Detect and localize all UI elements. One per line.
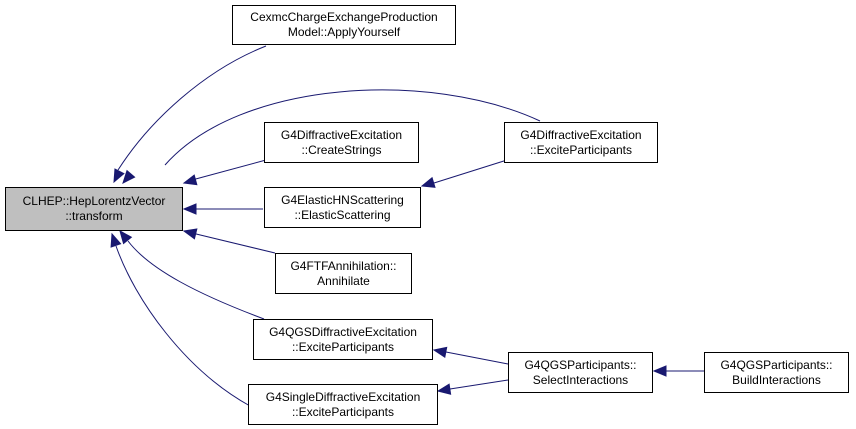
node-label-line1: G4QGSParticipants:: [524, 357, 637, 372]
node-diffractive-create-strings[interactable]: G4DiffractiveExcitation ::CreateStrings [264, 122, 419, 163]
arrowhead-cexmc-to-root [113, 168, 125, 184]
arrowhead-diff_excite-to-root [122, 169, 136, 184]
edge-cexmc-to-root [117, 45, 267, 171]
node-single-diffractive-excite-participants[interactable]: G4SingleDiffractiveExcitation ::ExcitePa… [248, 384, 438, 425]
arrowhead-qgs_diff-to-root [119, 229, 133, 245]
edge-qgs_diff-to-root [127, 240, 265, 320]
node-qgs-participants-build-interactions[interactable]: G4QGSParticipants:: BuildInteractions [704, 352, 849, 393]
arrowhead-qgs_select-to-qgs_diff [432, 346, 448, 359]
arrowhead-diff_create-to-root [182, 174, 198, 186]
arrowhead-single_diff-to-root [110, 232, 122, 248]
edge-single_diff-to-root [115, 245, 251, 407]
arrowhead-qgs_build-to-qgs_select [652, 365, 667, 377]
node-label-line2: Model::ApplyYourself [287, 25, 401, 39]
node-ftf-annihilation[interactable]: G4FTFAnnihilation:: Annihilate [275, 253, 412, 294]
node-label-line2: ::ElasticScattering [294, 207, 391, 222]
node-label-line1: G4ElasticHNScattering [281, 192, 404, 207]
node-elastic-hn-scattering[interactable]: G4ElasticHNScattering ::ElasticScatterin… [264, 187, 421, 228]
edge-qgs_select-to-qgs_diff [445, 351, 509, 365]
arrowhead-diff_excite-to-elastic [420, 176, 436, 188]
node-label-line2: BuildInteractions [732, 372, 821, 387]
node-label-line1: G4SingleDiffractiveExcitation [265, 389, 421, 404]
node-label-line1: G4QGSParticipants:: [720, 357, 833, 372]
node-label-line2: ::transform [65, 209, 123, 223]
node-hep-lorentz-vector-transform[interactable]: CLHEP::HepLorentzVector ::transform [5, 187, 183, 231]
node-label-line1: G4DiffractiveExcitation [280, 127, 403, 142]
node-label-line2: ::ExciteParticipants [291, 404, 395, 419]
node-label-line1: G4DiffractiveExcitation [520, 127, 642, 142]
node-qgs-diffractive-excite-participants[interactable]: G4QGSDiffractiveExcitation ::ExciteParti… [253, 319, 433, 360]
edge-diff_create-to-root [191, 159, 267, 181]
node-label-line2: ::CreateStrings [301, 142, 382, 157]
node-cexmc-apply-yourself[interactable]: CexmcChargeExchangeProduction Model::App… [232, 5, 456, 45]
arrowhead-qgs_select-to-single_diff [436, 383, 452, 395]
node-diffractive-excite-participants[interactable]: G4DiffractiveExcitation ::ExciteParticip… [504, 122, 658, 163]
node-label-line1: G4QGSDiffractiveExcitation [269, 324, 417, 339]
edge-diff_excite-to-elastic [433, 159, 508, 184]
node-label-line1: CLHEP::HepLorentzVector [22, 194, 166, 208]
arrowhead-ftf-to-root [182, 228, 198, 240]
edge-diff_excite-to-root [164, 89, 541, 166]
edge-ftf-to-root [191, 232, 276, 254]
edge-qgs_select-to-single_diff [449, 379, 509, 390]
node-label-line2: Annihilate [317, 273, 370, 288]
node-label-line2: ::ExciteParticipants [291, 339, 395, 354]
node-label-line1: G4FTFAnnihilation:: [290, 258, 397, 273]
node-label-line2: ::ExciteParticipants [529, 142, 633, 157]
arrowhead-elastic-to-root [182, 203, 197, 215]
node-qgs-participants-select-interactions[interactable]: G4QGSParticipants:: SelectInteractions [508, 352, 653, 393]
node-label-line2: SelectInteractions [532, 372, 629, 387]
node-label-line1: CexmcChargeExchangeProduction [250, 10, 438, 24]
